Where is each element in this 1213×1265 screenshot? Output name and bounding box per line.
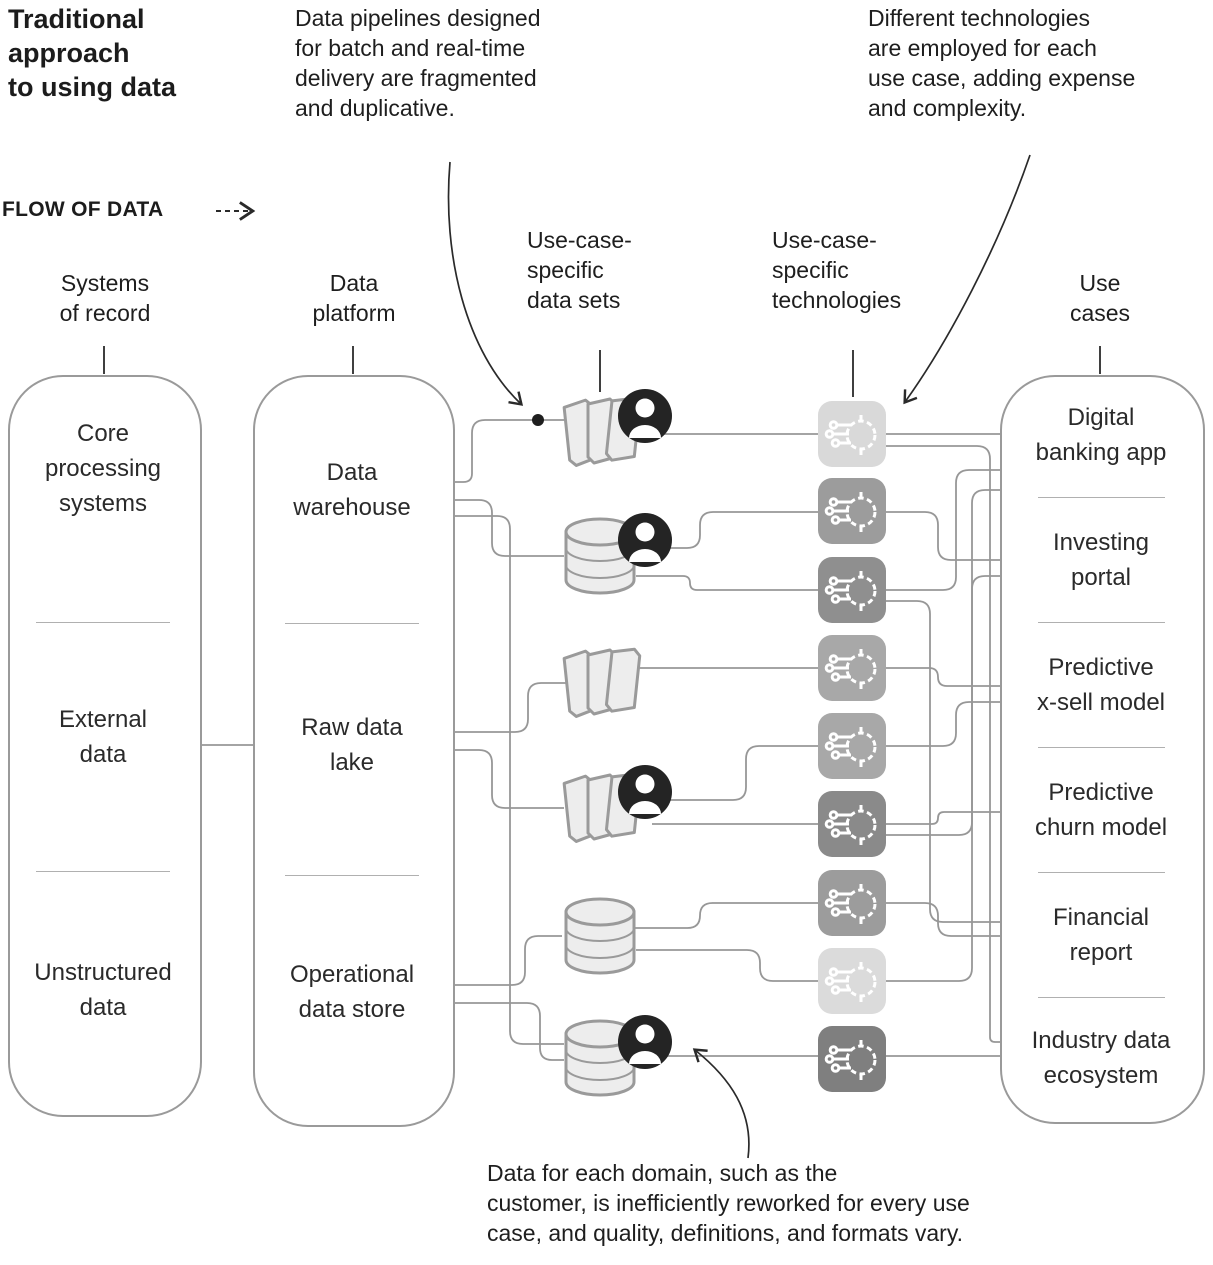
divider: [36, 871, 170, 872]
diagram-title: Traditional approach to using data: [8, 4, 176, 102]
connector-line: [455, 749, 564, 809]
annotation-domains: Data for each domain, such as the custom…: [487, 1160, 970, 1246]
use-case-industry-data-ecosystem: Industry data ecosystem: [1031, 1027, 1171, 1089]
circuit-chip-icon: [818, 557, 886, 623]
use-cases-box: [1000, 375, 1205, 1124]
connector-line: [636, 949, 818, 982]
connector-line: [886, 489, 1000, 836]
annotation-pipelines: Data pipelines designed for batch and re…: [295, 5, 541, 121]
use-case-investing-portal: Investing portal: [1052, 529, 1150, 591]
connector-line: [886, 600, 1000, 923]
folder-stack-icon: [562, 772, 642, 843]
connector-line: [886, 811, 1000, 825]
user-avatar-icon: [618, 389, 672, 443]
connector-line: [455, 515, 564, 1045]
connector-line: [636, 745, 818, 801]
circuit-chip-icon: [818, 791, 886, 857]
use-case-predictive-x-sell-model: Predictive x-sell model: [1036, 654, 1166, 716]
divider: [1038, 497, 1165, 498]
connector-line: [455, 682, 566, 733]
use-case-digital-banking-app: Digital banking app: [1035, 404, 1167, 466]
user-avatar-icon: [618, 513, 672, 567]
circuit-chip-icon: [818, 713, 886, 779]
use-case-financial-report: Financial report: [1052, 904, 1150, 966]
connector-line: [650, 511, 818, 549]
database-icon: [564, 897, 636, 975]
connector-line: [455, 419, 566, 483]
circuit-chip-icon: [818, 1026, 886, 1092]
connector-line: [886, 575, 1000, 982]
annotation-technologies: Different technologies are employed for …: [868, 5, 1136, 121]
connector-line: [886, 902, 1000, 937]
divider: [36, 622, 170, 623]
column-header-data-platform: Data platform: [312, 270, 396, 326]
platform-item-raw-data-lake: Raw data lake: [301, 714, 403, 776]
divider: [1038, 747, 1165, 748]
connector-line: [886, 511, 1000, 561]
column-header-technologies: Use-case- specific technologies: [772, 227, 902, 313]
system-item-unstructured-data: Unstructured data: [34, 959, 172, 1021]
system-item-core-processing: Core processing systems: [44, 420, 162, 517]
divider: [285, 623, 419, 624]
divider: [1038, 997, 1165, 998]
connector-line: [634, 902, 818, 929]
connector-line: [455, 935, 562, 986]
circuit-chip-icon: [818, 478, 886, 544]
column-header-use-cases: Use cases: [1069, 270, 1131, 326]
use-case-predictive-churn-model: Predictive churn model: [1034, 779, 1168, 841]
system-item-external-data: External data: [58, 706, 148, 768]
user-avatar-icon: [618, 765, 672, 819]
circuit-chip-icon: [818, 401, 886, 467]
column-header-data-sets: Use-case- specific data sets: [527, 227, 632, 313]
systems-of-record-box: [8, 375, 202, 1117]
folder-stack-icon: [562, 647, 642, 718]
connector-line: [886, 445, 1000, 1043]
connector-line: [886, 667, 1000, 687]
flow-of-data-label: FLOW OF DATA: [2, 198, 164, 221]
column-header-systems-of-record: Systems of record: [59, 270, 151, 326]
pipeline-junction-dot: [532, 414, 544, 426]
connector-line: [636, 575, 818, 591]
connector-line: [455, 499, 564, 557]
database-icon: [564, 1019, 636, 1097]
platform-item-operational-data-store: Operational data store: [289, 961, 415, 1023]
circuit-chip-icon: [818, 870, 886, 936]
circuit-chip-icon: [818, 635, 886, 701]
divider: [285, 875, 419, 876]
connector-line: [886, 469, 1000, 591]
database-icon: [564, 517, 636, 595]
divider: [1038, 872, 1165, 873]
connector-line: [455, 1002, 564, 1061]
data-platform-box: [253, 375, 455, 1127]
user-avatar-icon: [618, 1015, 672, 1069]
circuit-chip-icon: [818, 948, 886, 1014]
connector-line: [886, 701, 1000, 747]
platform-item-data-warehouse: Data warehouse: [293, 459, 411, 521]
divider: [1038, 622, 1165, 623]
